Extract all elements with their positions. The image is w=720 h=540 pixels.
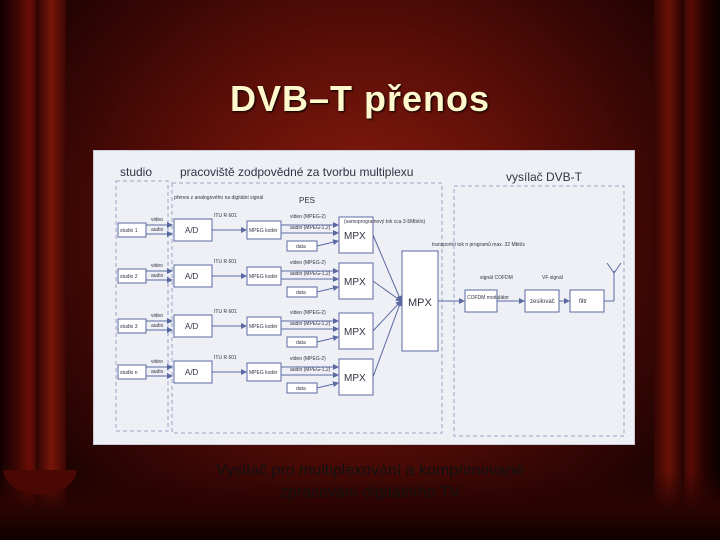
- region-workplace: [171, 182, 443, 434]
- header-studio: studio: [120, 165, 152, 179]
- header-workplace: pracoviště zodpovědné za tvorbu multiple…: [180, 165, 413, 179]
- ad-label: A/D: [185, 368, 199, 377]
- studio-box: [117, 222, 147, 238]
- mpx-label: MPX: [344, 373, 366, 384]
- mpeg-label: MPEG kodér: [249, 228, 278, 234]
- studio-name: studio 3: [120, 324, 138, 330]
- audio-label: audio: [151, 273, 163, 279]
- out-video-label: video (MPEG-2): [290, 260, 326, 266]
- dvbt-diagram: studio pracoviště zodpovědné za tvorbu m…: [93, 150, 635, 445]
- studio-box: [117, 318, 147, 334]
- audio-label: audio: [151, 227, 163, 233]
- out-audio-label: audio (MPEG-1,2): [290, 271, 331, 277]
- studio-box: [117, 364, 147, 380]
- mpeg-label: MPEG kodér: [249, 324, 278, 330]
- video-label: video: [151, 359, 163, 365]
- curtain-bottom: [0, 470, 720, 540]
- mpeg-box: [246, 266, 282, 286]
- itu-label: ITU R 601: [214, 309, 237, 315]
- pes-label: PES: [299, 196, 315, 205]
- itu-label: ITU R 601: [214, 213, 237, 219]
- out-video-label: video (MPEG-2): [290, 356, 326, 362]
- caption-line-2: zpracování digitálního TV: [279, 484, 461, 501]
- mpx-box: [338, 358, 374, 396]
- amplifier-label: zesilovač: [530, 299, 555, 305]
- itu-label: ITU R 601: [214, 355, 237, 361]
- note-transport: transportní tok n programů max. 32 Mbit/…: [432, 241, 525, 248]
- mpx-label: MPX: [344, 277, 366, 288]
- caption-line-1: Vysílač pro multiplexování a komprimovan…: [216, 462, 524, 479]
- header-transmitter: vysílač DVB-T: [506, 170, 583, 184]
- region-studio: [115, 180, 169, 432]
- studio-name: studio 1: [120, 228, 138, 234]
- mpeg-label: MPEG kodér: [249, 274, 278, 280]
- mpx-box: [338, 216, 374, 254]
- data-label: data: [296, 244, 306, 250]
- ad-label: A/D: [185, 272, 199, 281]
- main-mpx-box: [401, 250, 439, 352]
- video-label: video: [151, 263, 163, 269]
- antenna-icon: [606, 262, 622, 274]
- curtain-left-outer: [0, 0, 42, 540]
- ad-label: A/D: [185, 322, 199, 331]
- curtain-right-inner: [654, 0, 684, 540]
- mpeg-box: [246, 362, 282, 382]
- out-audio-label: audio (MPEG-1,2): [290, 321, 331, 327]
- audio-label: audio: [151, 369, 163, 375]
- video-label: video: [151, 217, 163, 223]
- cofdm-box: [464, 289, 498, 313]
- mpeg-box: [246, 316, 282, 336]
- studio-name: studio 2: [120, 274, 138, 280]
- cofdm-signal-label: signál COFDM: [480, 275, 513, 281]
- studio-name: studio n: [120, 370, 138, 376]
- note-single: (samoprogramový tok cca 3-5Mbit/s): [344, 219, 425, 225]
- slide-title: DVB–T přenos: [229, 78, 491, 119]
- mpeg-box: [246, 220, 282, 240]
- vf-signal-label: VF signál: [542, 275, 563, 281]
- out-audio-label: audio (MPEG-1,2): [290, 225, 331, 231]
- filter-box: [569, 289, 605, 313]
- out-video-label: video (MPEG-2): [290, 310, 326, 316]
- diagram-canvas: studio pracoviště zodpovědné za tvorbu m…: [115, 165, 625, 437]
- out-video-label: video (MPEG-2): [290, 214, 326, 220]
- out-audio-label: audio (MPEG-1,2): [290, 367, 331, 373]
- slide-caption: Vysílač pro multiplexování a komprimovan…: [150, 460, 590, 504]
- mpeg-label: MPEG kodér: [249, 370, 278, 376]
- filter-label: filtr: [579, 299, 587, 305]
- ad-label: A/D: [185, 226, 199, 235]
- video-label: video: [151, 313, 163, 319]
- data-label: data: [296, 386, 306, 392]
- main-mpx-label: MPX: [408, 297, 433, 309]
- audio-label: audio: [151, 323, 163, 329]
- cofdm-label: COFDM modulátor: [467, 295, 509, 301]
- data-label: data: [296, 290, 306, 296]
- data-label: data: [296, 340, 306, 346]
- mpx-label: MPX: [344, 327, 366, 338]
- curtain-left-inner: [36, 0, 66, 540]
- region-transmitter: [453, 185, 625, 437]
- studio-box: [117, 268, 147, 284]
- note-transfer: přenos z analogového na digitální signál: [174, 195, 263, 201]
- mpx-label: MPX: [344, 231, 366, 242]
- curtain-right-outer: [678, 0, 720, 540]
- itu-label: ITU R 601: [214, 259, 237, 265]
